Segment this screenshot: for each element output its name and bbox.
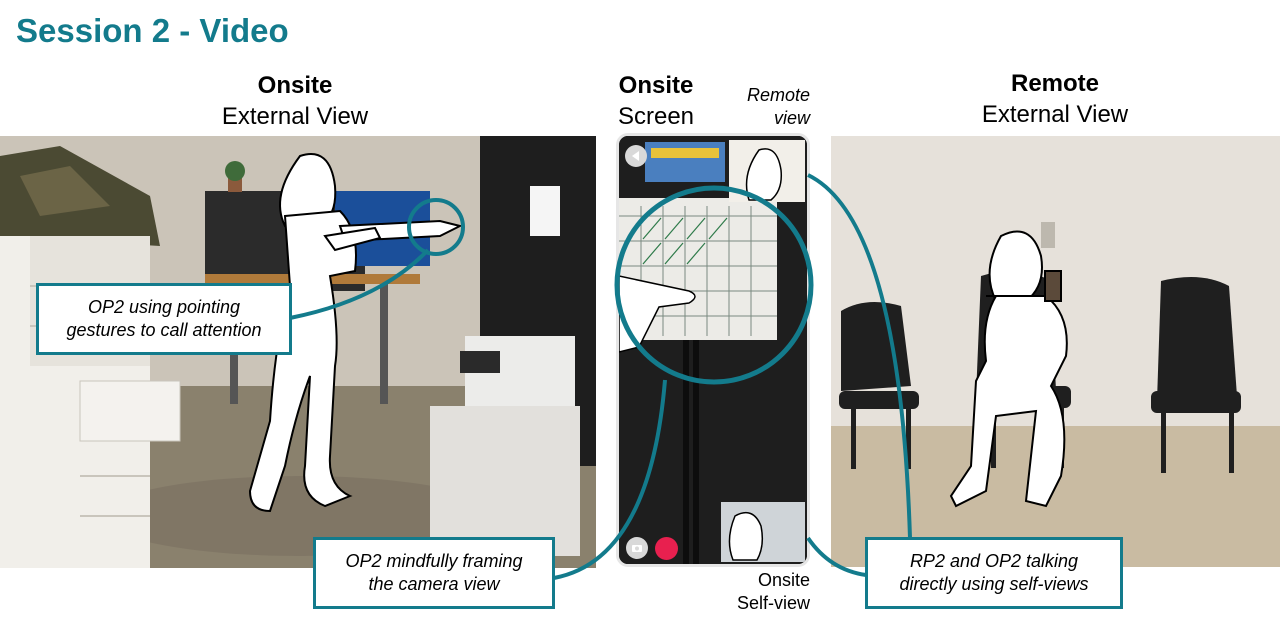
- selfview-callout-line1: RP2 and OP2 talking: [909, 551, 1079, 571]
- remote-view-label-line2: view: [773, 108, 810, 128]
- self-view-label-line1: Onsite: [757, 570, 810, 590]
- left-heading-regular: External View: [221, 103, 369, 130]
- middle-column-heading: Onsite Screen: [600, 70, 712, 132]
- right-column-heading: Remote External View: [950, 68, 1160, 130]
- remote-room-illustration: [831, 136, 1280, 567]
- middle-heading-regular: Screen: [617, 103, 695, 130]
- record-icon[interactable]: [655, 537, 678, 560]
- framing-callout: OP2 mindfully framing the camera view: [313, 537, 555, 609]
- self-views-callout: RP2 and OP2 talking directly using self-…: [865, 537, 1123, 609]
- onsite-phone-screen: [616, 133, 810, 567]
- framing-callout-line2: the camera view: [368, 574, 500, 594]
- pointing-callout-line2: gestures to call attention: [66, 320, 262, 340]
- pointing-gestures-callout: OP2 using pointing gestures to call atte…: [36, 283, 292, 355]
- right-heading-bold: Remote: [1010, 70, 1100, 97]
- selfview-callout-line2: directly using self-views: [899, 574, 1089, 594]
- left-heading-bold: Onsite: [257, 72, 333, 99]
- back-arrow-icon[interactable]: [625, 145, 647, 167]
- left-column-heading: Onsite External View: [190, 70, 400, 132]
- self-view-label: Onsite Self-view: [700, 569, 810, 615]
- framing-callout-line1: OP2 mindfully framing: [345, 551, 523, 571]
- remote-view-label-line1: Remote: [746, 85, 810, 105]
- page-title: Session 2 - Video: [16, 12, 289, 49]
- camera-switch-icon[interactable]: [626, 537, 648, 559]
- middle-heading-bold: Onsite: [618, 72, 694, 99]
- pointing-callout-line1: OP2 using pointing: [87, 297, 241, 317]
- remote-external-photo: [831, 136, 1280, 567]
- phone-screen-content: [619, 136, 807, 564]
- right-heading-regular: External View: [981, 101, 1129, 128]
- remote-view-label: Remote view: [724, 84, 810, 130]
- self-view-label-line2: Self-view: [736, 593, 810, 613]
